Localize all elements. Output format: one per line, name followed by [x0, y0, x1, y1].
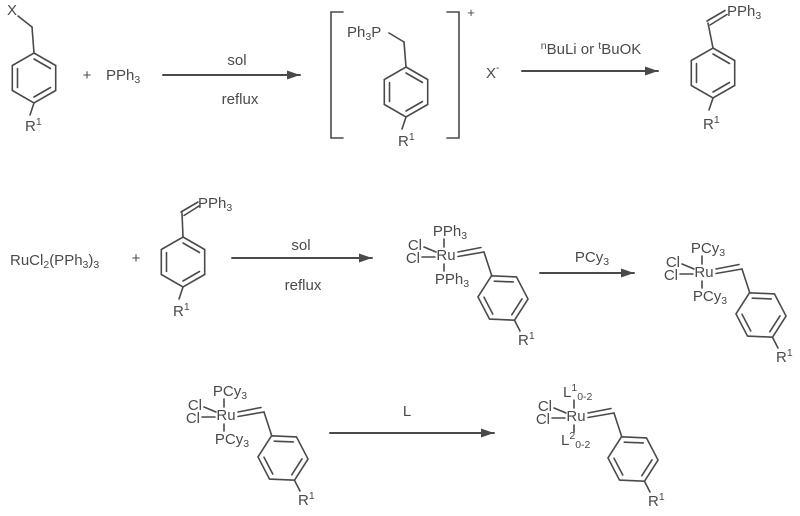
- cl-label: Cl: [408, 237, 422, 254]
- condition-sol-label: sol: [227, 52, 246, 69]
- ru-l-benzylidene-complex-product: Ru L10-2 L20-2 Cl Cl R1: [536, 382, 665, 510]
- r1-label: R1: [173, 301, 190, 320]
- r1-label: R1: [703, 114, 720, 133]
- cl-label: Cl: [666, 254, 680, 271]
- r1-label: R1: [298, 490, 315, 509]
- reaction-arrow-1: sol reflux: [162, 52, 301, 108]
- ylide-reactant-structure: PPh3 R1: [160, 195, 232, 320]
- plus-sign: +: [83, 67, 92, 84]
- reaction-arrow-2: nBuLi or tBuOK: [521, 40, 659, 76]
- ligand-l1-label: L10-2: [563, 382, 593, 403]
- ru-pph3-benzylidene-complex: Ru PPh3 PPh3 Cl Cl R1: [406, 223, 535, 349]
- ru-pcy3-benzylidene-complex-reactant: Ru PCy3 PCy3 Cl Cl R1: [186, 383, 315, 509]
- pph3-label: PPh3: [727, 3, 761, 22]
- benzene-ring: [11, 52, 57, 104]
- cl-label: Cl: [538, 398, 552, 415]
- ligand-top-label: PPh3: [433, 223, 467, 242]
- benzyl-halide-structure: X R1: [7, 2, 57, 135]
- cl-label: Cl: [186, 410, 200, 427]
- r1-label: R1: [398, 131, 415, 150]
- ligand-top-label: PCy3: [691, 240, 725, 259]
- ligand-l-reagent-label: L: [403, 403, 411, 420]
- pph3-label: PPh3: [198, 195, 232, 214]
- cl-label: Cl: [188, 397, 202, 414]
- r1-label: R1: [648, 491, 665, 510]
- ligand-bottom-label: PPh3: [435, 271, 469, 290]
- reaction-arrow-5: L: [329, 403, 495, 438]
- left-bracket: [330, 11, 344, 139]
- cl-label: Cl: [664, 267, 678, 284]
- r1-label: R1: [25, 116, 42, 135]
- phosphonium-salt-structure: + Ph3P R1: [330, 5, 475, 150]
- r1-label: R1: [518, 330, 535, 349]
- benzene-ring: [160, 236, 206, 288]
- cl-label: Cl: [536, 411, 550, 428]
- base-conditions-label: nBuLi or tBuOK: [541, 40, 642, 58]
- pph3-reagent-label: PPh3: [106, 67, 140, 86]
- cl-label: Cl: [406, 250, 420, 267]
- ph3p-label: Ph3P: [347, 24, 381, 43]
- condition-sol-label: sol: [291, 237, 310, 254]
- ru-pcy3-benzylidene-complex: Ru PCy3 PCy3 Cl Cl R1: [664, 240, 793, 366]
- ru-label: Ru: [216, 407, 235, 424]
- benzene-ring: [383, 66, 429, 118]
- cation-charge-label: +: [467, 5, 475, 20]
- plus-sign: +: [132, 250, 141, 267]
- r1-label: R1: [776, 347, 793, 366]
- ligand-l2-label: L20-2: [561, 430, 591, 451]
- reaction-arrow-4: PCy3: [539, 249, 635, 278]
- ru-label: Ru: [694, 264, 713, 281]
- ligand-bottom-label: PCy3: [693, 288, 727, 307]
- counterion-label: X-: [486, 62, 500, 82]
- right-bracket: [446, 11, 460, 139]
- ylide-product-structure: PPh3 R1: [690, 3, 761, 133]
- condition-reflux-label: reflux: [285, 277, 322, 294]
- pcy3-reagent-label: PCy3: [575, 249, 609, 268]
- benzene-ring: [690, 47, 736, 99]
- ru-label: Ru: [566, 408, 585, 425]
- ru-precursor-label: RuCl2(PPh3)3: [10, 252, 99, 271]
- condition-reflux-label: reflux: [222, 91, 259, 108]
- ligand-bottom-label: PCy3: [215, 431, 249, 450]
- reaction-arrow-3: sol reflux: [231, 237, 373, 294]
- halide-x-label: X: [7, 2, 17, 19]
- ligand-top-label: PCy3: [213, 383, 247, 402]
- ru-label: Ru: [436, 247, 455, 264]
